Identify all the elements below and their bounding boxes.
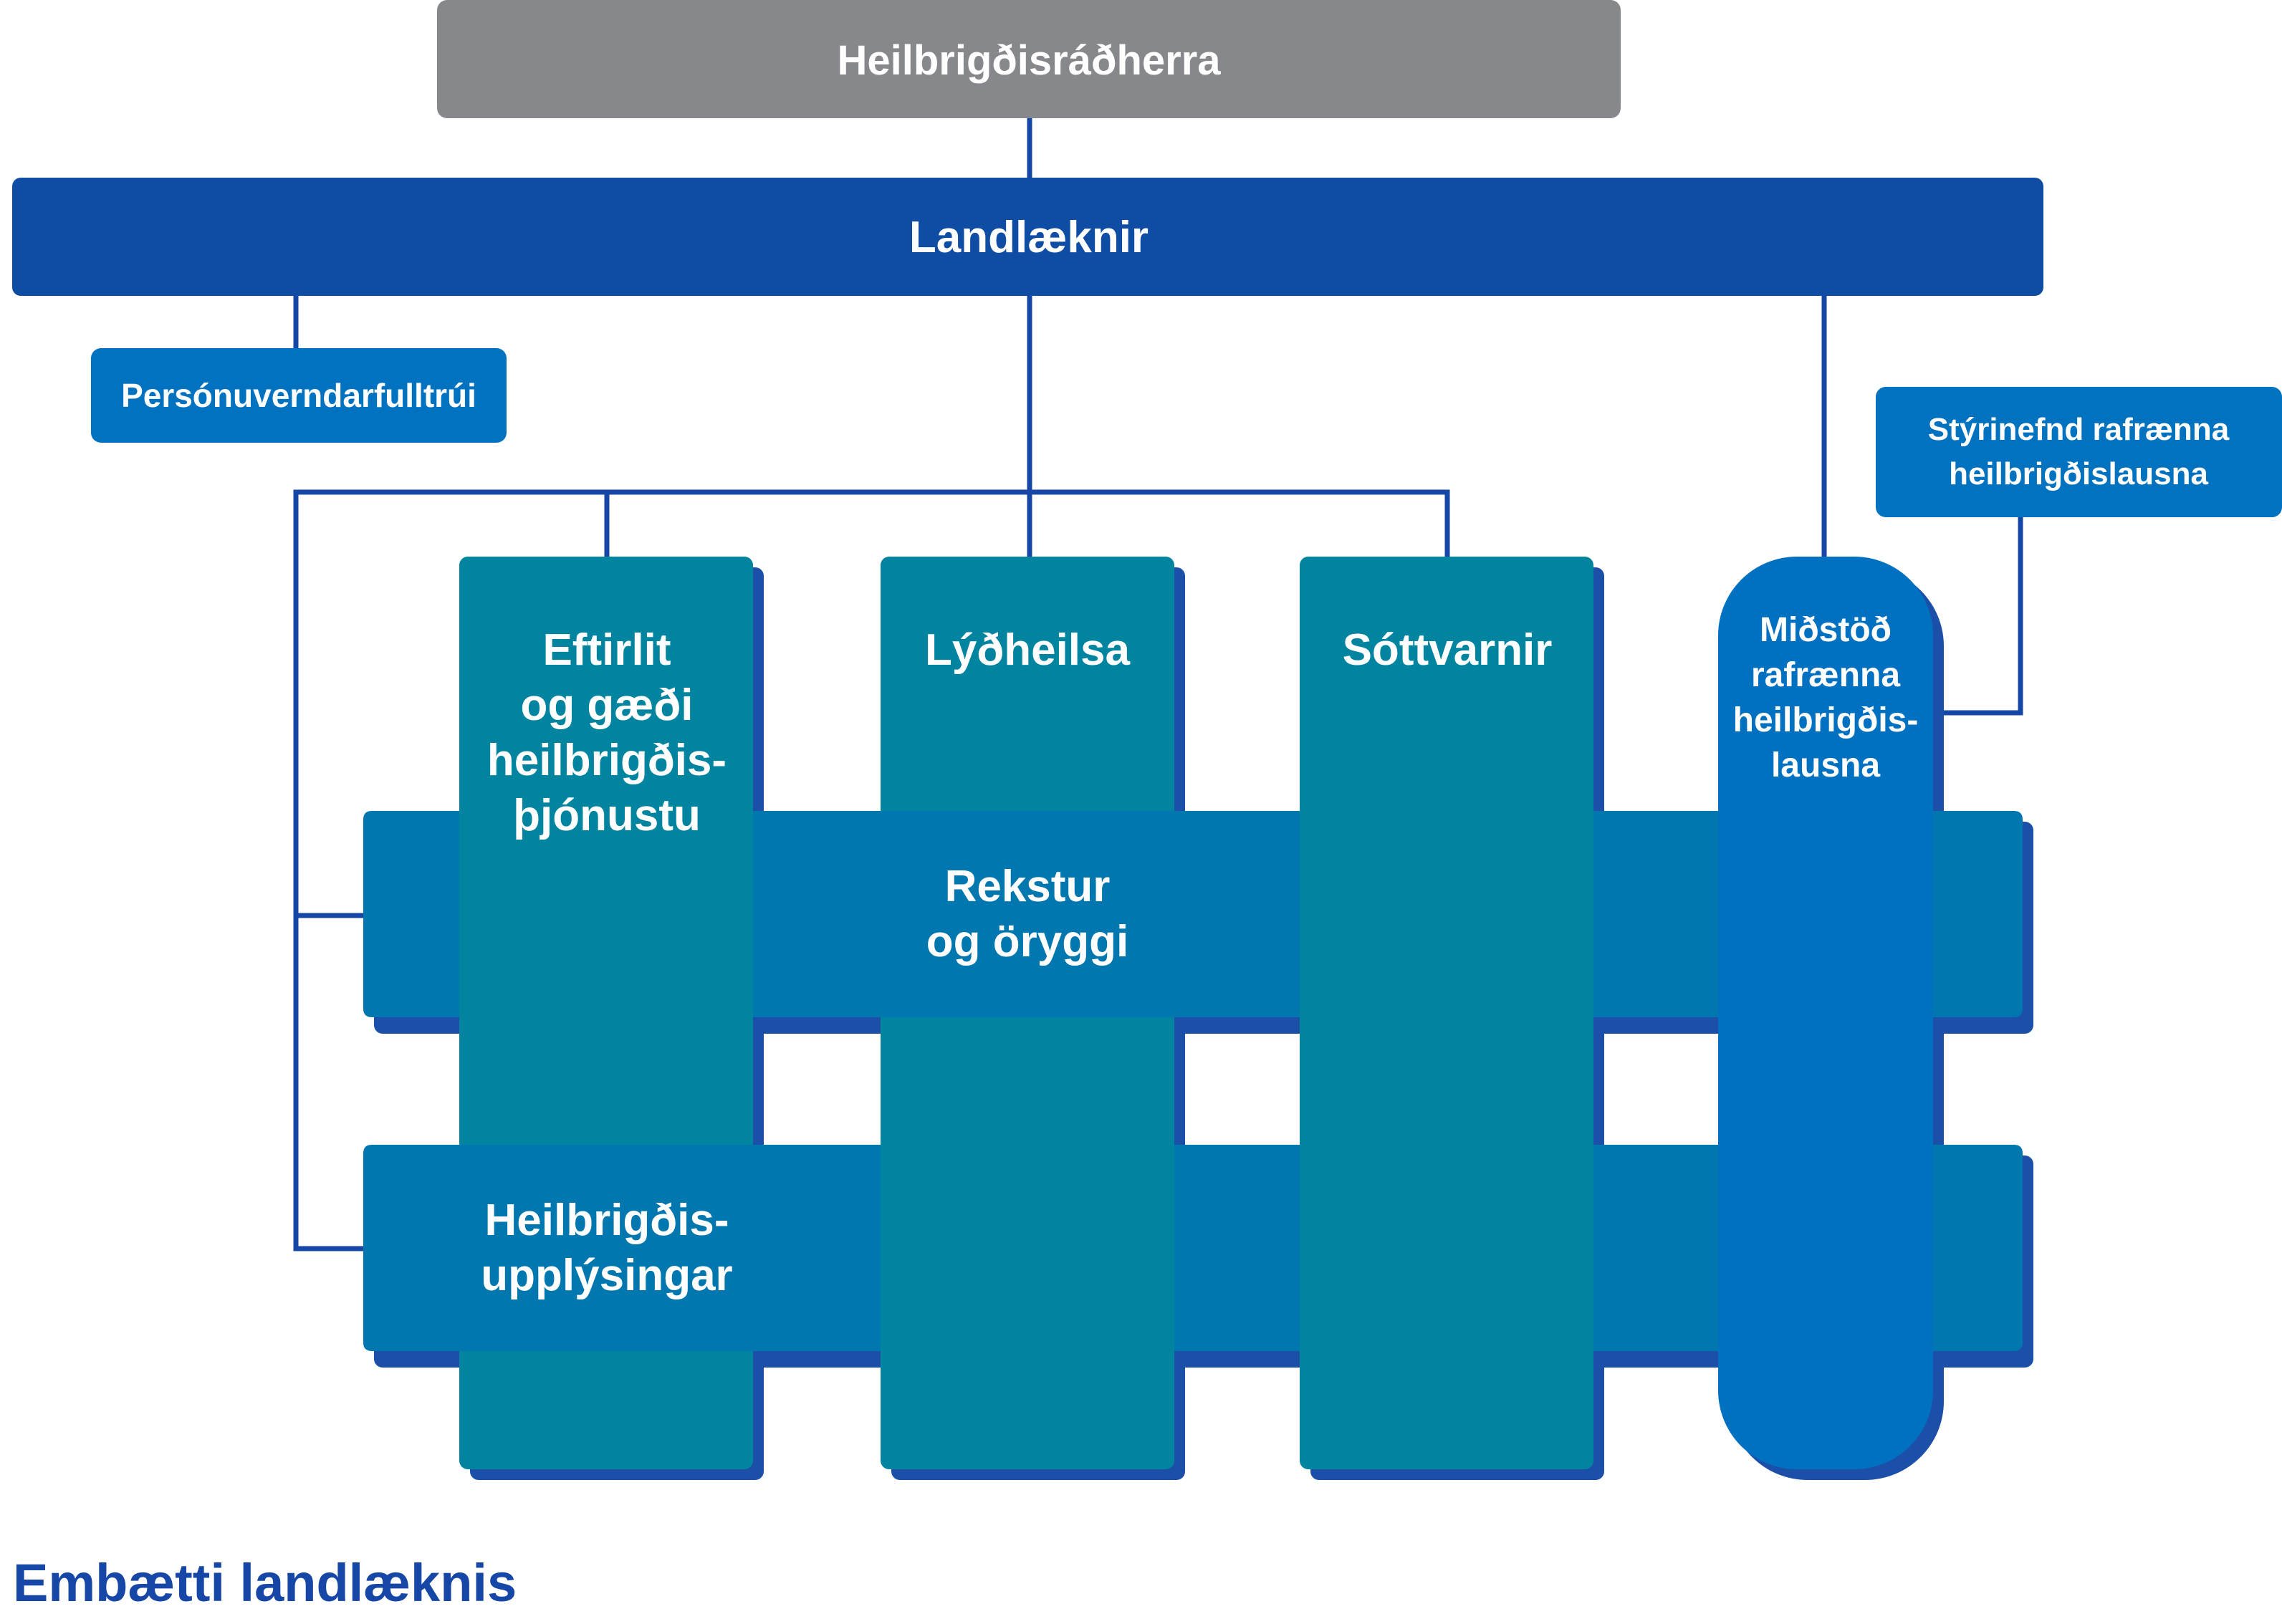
rekstur-label: Rekstur og öryggi <box>926 862 1128 966</box>
division-lydheilsa-label: Lýðheilsa <box>925 625 1131 675</box>
minister-label: Heilbrigðisráðherra <box>837 37 1221 84</box>
division-eftirlit-line-3: heilbrigðis- <box>487 736 727 785</box>
footer-title: Embætti landlæknis <box>13 1553 517 1613</box>
ehealth-centre-label: Miðstöð rafrænna heilbrigðis- lausna <box>1733 611 1919 784</box>
upplysingar-label: Heilbrigðis- upplýsingar <box>481 1196 732 1300</box>
division-eftirlit-label: Eftirlit og gæði heilbrigðis- þjónustu <box>487 625 727 840</box>
connector-left-trunk <box>293 489 607 1251</box>
upplysingar-line-1: Heilbrigðis- <box>484 1196 729 1245</box>
upplysingar-line-2: upplýsingar <box>481 1251 732 1300</box>
ehealth-centre-line-1: Miðstöð <box>1760 611 1892 649</box>
rekstur-band <box>363 811 2023 1017</box>
division-sottvarnir-column <box>1300 557 1593 1469</box>
director-label: Landlæknir <box>909 213 1149 262</box>
division-eftirlit-line-4: þjónustu <box>513 791 701 840</box>
minister-box: Heilbrigðisráðherra <box>437 0 1621 118</box>
ehealth-centre-line-4: lausna <box>1771 746 1880 784</box>
steering-committee-line-2: heilbrigðislausna <box>1949 456 2208 491</box>
data-protection-officer-label: Persónuverndarfulltrúi <box>121 377 476 414</box>
ehealth-centre-column <box>1718 557 1933 1469</box>
director-box: Landlæknir <box>12 178 2043 296</box>
rekstur-line-1: Rekstur <box>945 862 1111 911</box>
data-protection-officer-box: Persónuverndarfulltrúi <box>91 348 507 443</box>
ehealth-centre-line-2: rafrænna <box>1751 656 1900 694</box>
upplysingar-band <box>363 1145 2023 1351</box>
division-sottvarnir-label: Sóttvarnir <box>1343 625 1553 675</box>
ehealth-centre-line-3: heilbrigðis- <box>1733 701 1919 739</box>
connector-division-bracket <box>604 489 1450 559</box>
steering-committee-line-1: Stýrinefnd rafrænna <box>1928 412 2230 447</box>
rekstur-line-2: og öryggi <box>926 917 1128 966</box>
division-eftirlit-line-2: og gæði <box>520 681 693 730</box>
connector-steering-ehealth <box>1940 517 2023 716</box>
division-eftirlit-line-1: Eftirlit <box>542 625 671 675</box>
steering-committee-box: Stýrinefnd rafrænna heilbrigðislausna <box>1876 387 2282 517</box>
connector-lines <box>293 118 2023 1251</box>
